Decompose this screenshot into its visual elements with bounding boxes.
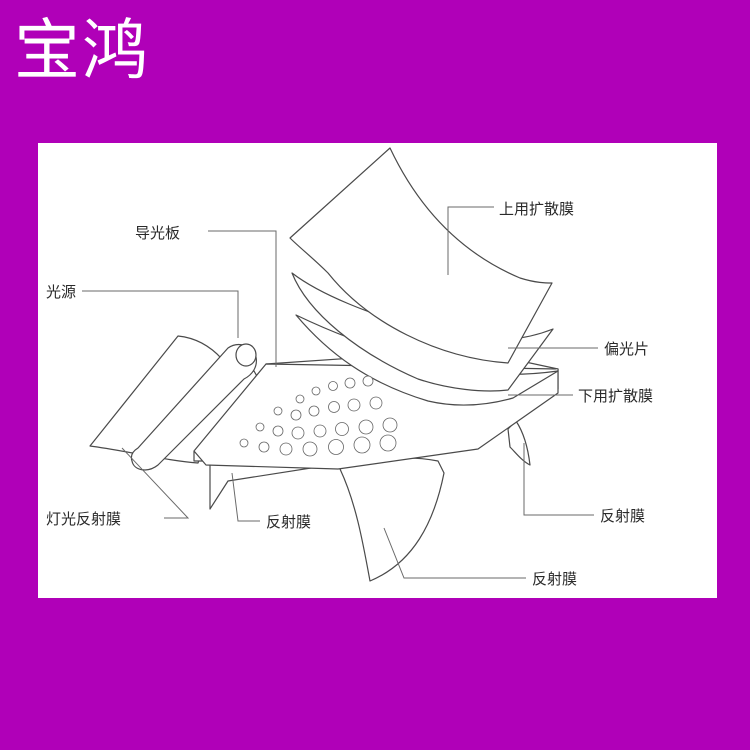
leader-lamp-reflector <box>121 447 190 519</box>
lcd-backlight-diagram: 上用扩散膜 导光板 光源 偏光片 下用扩散膜 灯光反射膜 反射膜 反射膜 反射膜 <box>46 147 653 588</box>
label-lamp-reflector: 灯光反射膜 <box>46 510 121 528</box>
leader-light-source <box>82 290 239 338</box>
leader-reflector-mid <box>231 472 260 522</box>
label-light-source: 光源 <box>46 283 76 301</box>
leader-reflector-bottom <box>383 527 526 579</box>
leader-upper-diffuser <box>447 206 494 275</box>
label-lower-diffuser: 下用扩散膜 <box>578 387 653 405</box>
label-reflector-mid: 反射膜 <box>266 513 311 531</box>
label-reflector-right: 反射膜 <box>600 507 645 525</box>
label-reflector-bottom: 反射膜 <box>532 570 577 588</box>
upper-diffuser-sheet <box>289 147 553 364</box>
label-light-guide: 导光板 <box>135 224 180 242</box>
leader-reflector-right <box>523 443 594 516</box>
diagram-panel: 上用扩散膜 导光板 光源 偏光片 下用扩散膜 灯光反射膜 反射膜 反射膜 反射膜 <box>38 143 717 598</box>
reflector-bottom-sheet <box>339 457 445 582</box>
leader-light-guide <box>208 230 277 367</box>
brand-title: 宝鸿 <box>14 12 150 89</box>
light-guide-dot-pattern <box>239 375 398 457</box>
label-upper-diffuser: 上用扩散膜 <box>499 200 574 218</box>
reflector-right-sheet <box>507 420 531 466</box>
light-source-tube-end <box>235 343 257 367</box>
label-polarizer: 偏光片 <box>604 340 649 358</box>
